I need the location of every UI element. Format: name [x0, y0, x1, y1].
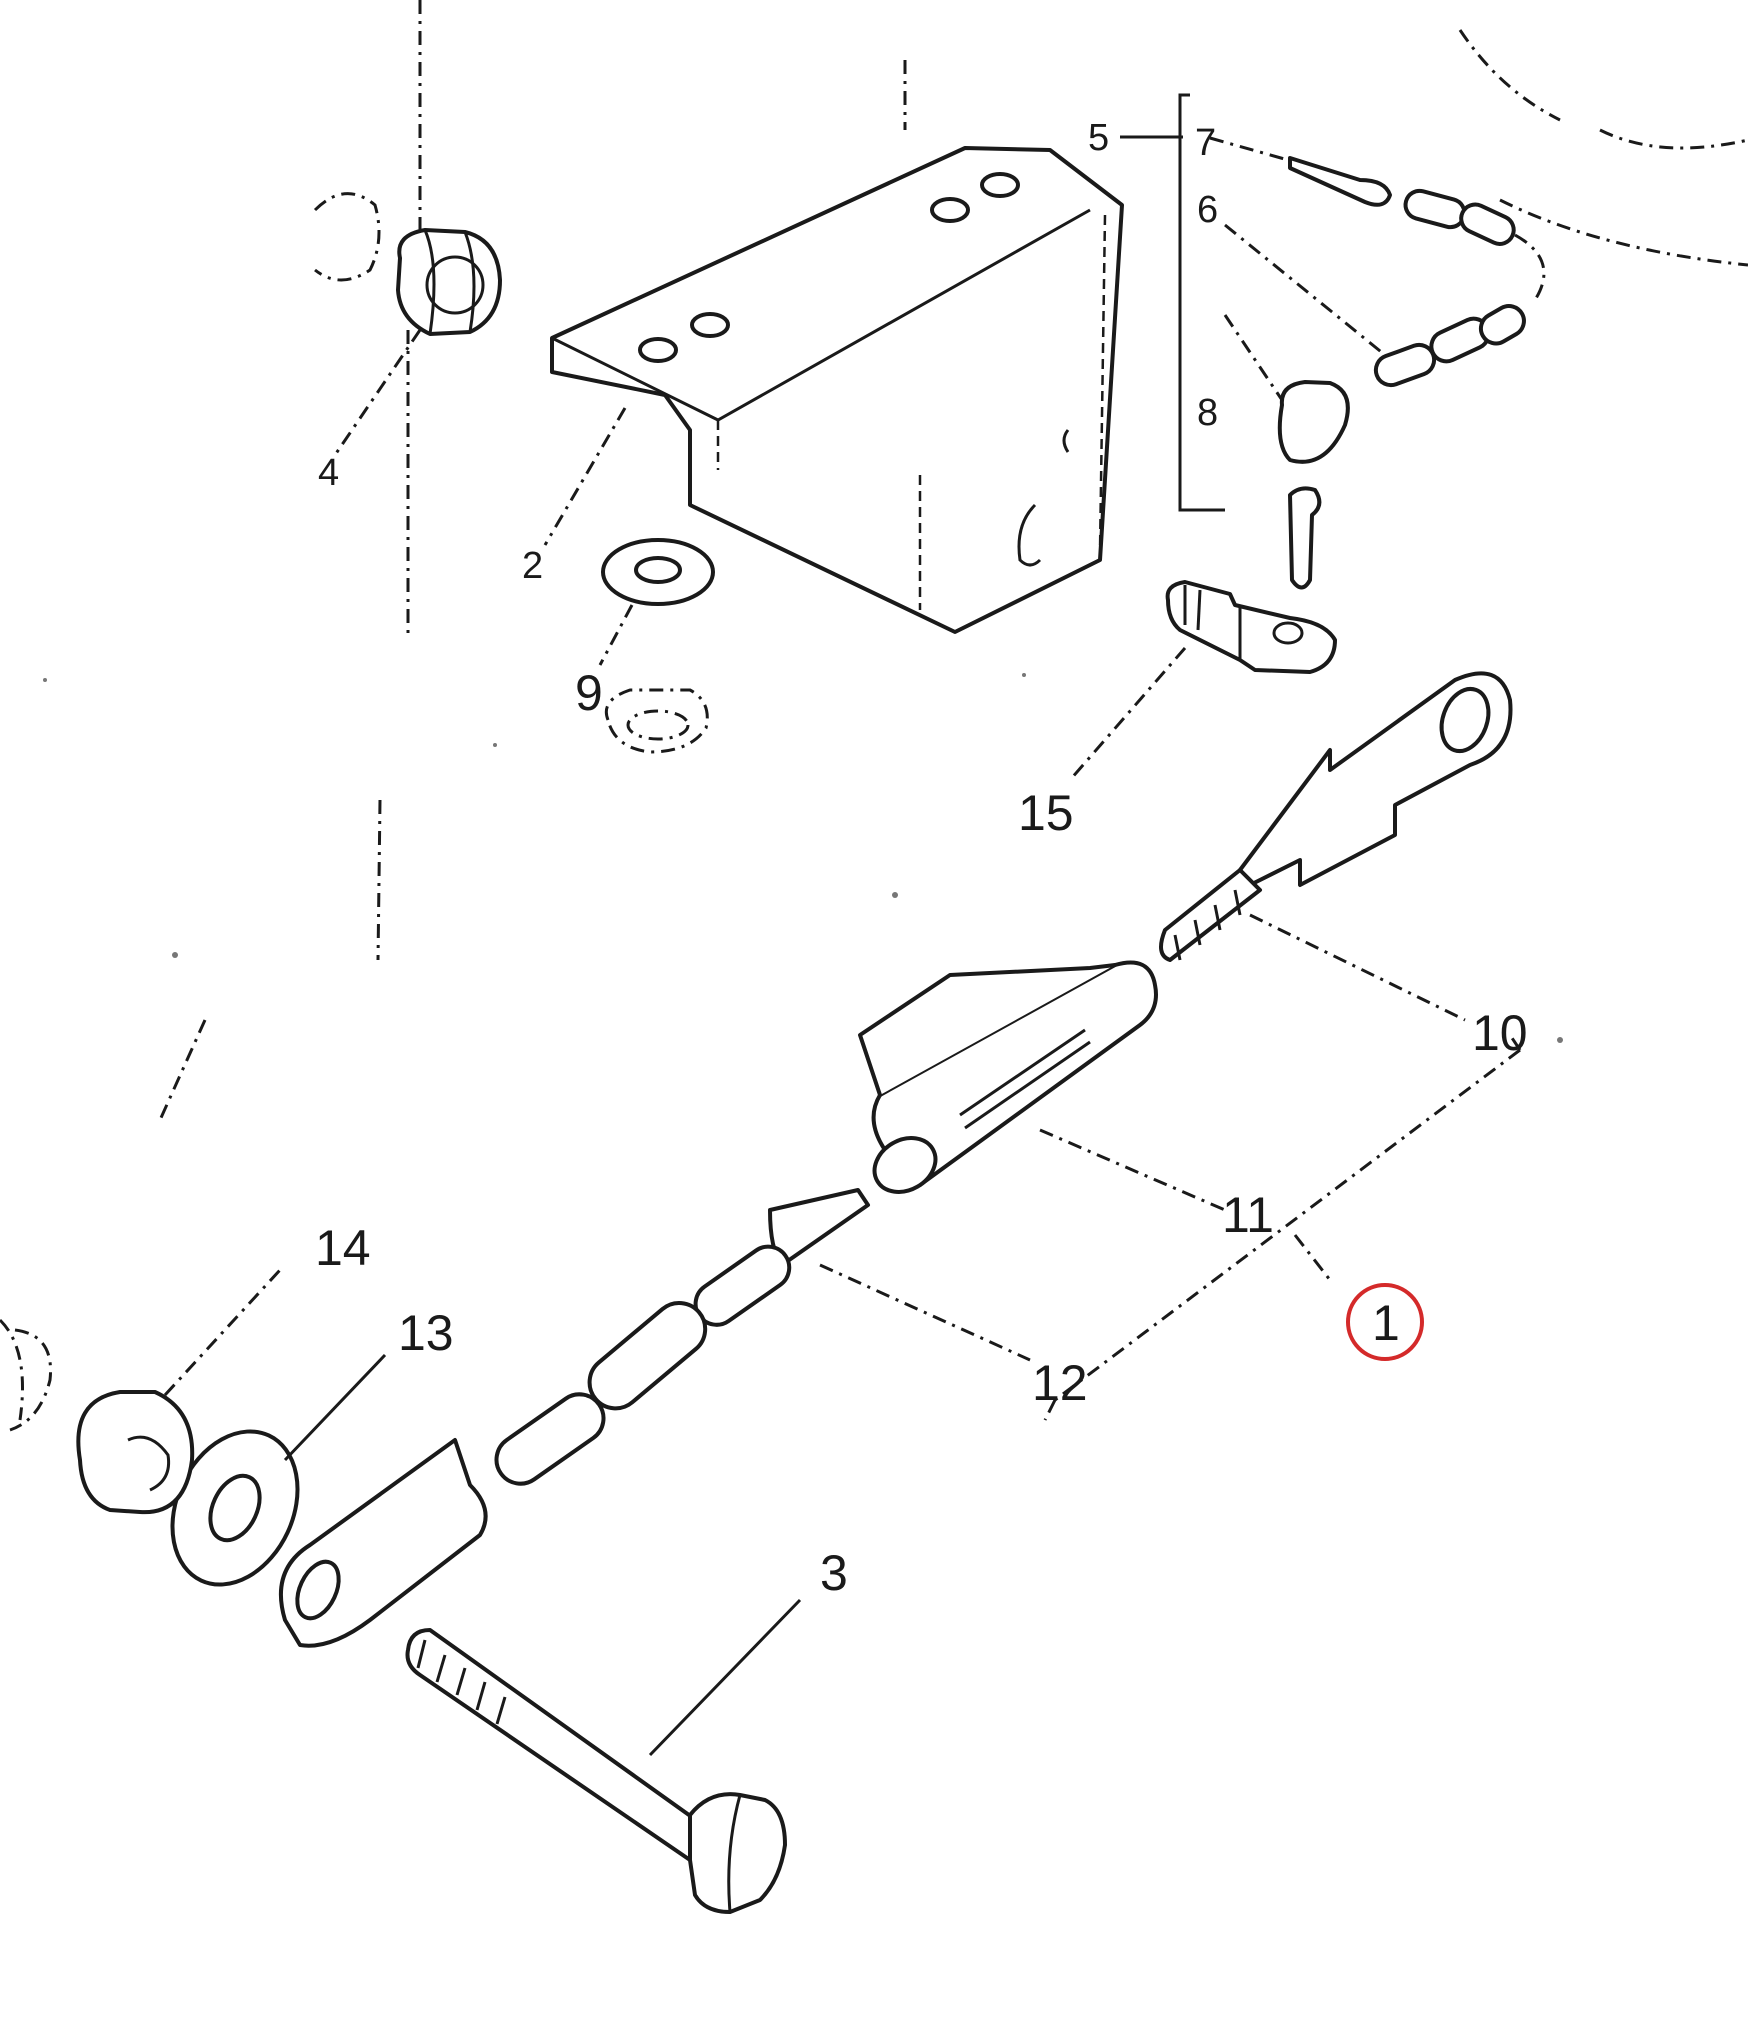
- callout-10: 10: [1472, 1005, 1528, 1061]
- callout-8: 8: [1197, 392, 1218, 434]
- callout-4: 4: [318, 452, 339, 494]
- turnbuckle-part-11: [858, 960, 1226, 1212]
- callout-12: 12: [1032, 1355, 1088, 1411]
- callouts: 1 2 3 4 5 6 7 8 9 10 11 12 13 14 15: [315, 117, 1528, 1601]
- callout-15: 15: [1018, 785, 1074, 841]
- pin-chain-assembly-part-5: [1120, 93, 1546, 590]
- callout-2: 2: [522, 545, 543, 587]
- callout-6: 6: [1197, 189, 1218, 231]
- chain-eye-part-12: [278, 1188, 1031, 1648]
- pin-part-15: [1068, 580, 1337, 781]
- eye-rod-part-10: [1159, 671, 1513, 1022]
- callout-11: 11: [1222, 1187, 1274, 1243]
- callout-13: 13: [398, 1305, 454, 1361]
- leader-lines: [333, 329, 634, 666]
- bolt-part-3: [405, 1598, 802, 1914]
- assembly-bracket-part-1: [1043, 1034, 1522, 1421]
- nut-part-14: [9, 1268, 282, 1515]
- center-lines: [0, 0, 1748, 1421]
- callout-14: 14: [315, 1220, 371, 1276]
- callout-7: 7: [1195, 122, 1216, 164]
- highlight-circle: [1346, 1283, 1424, 1361]
- callout-1: 1: [1372, 1295, 1400, 1351]
- callout-9: 9: [575, 665, 603, 721]
- nut-part-4: [313, 192, 502, 336]
- callout-5: 5: [1088, 117, 1109, 159]
- callout-3: 3: [820, 1545, 848, 1601]
- washer-part-9: [601, 538, 715, 754]
- bracket-part-2: [550, 146, 1124, 634]
- scan-specks: [43, 673, 1563, 1043]
